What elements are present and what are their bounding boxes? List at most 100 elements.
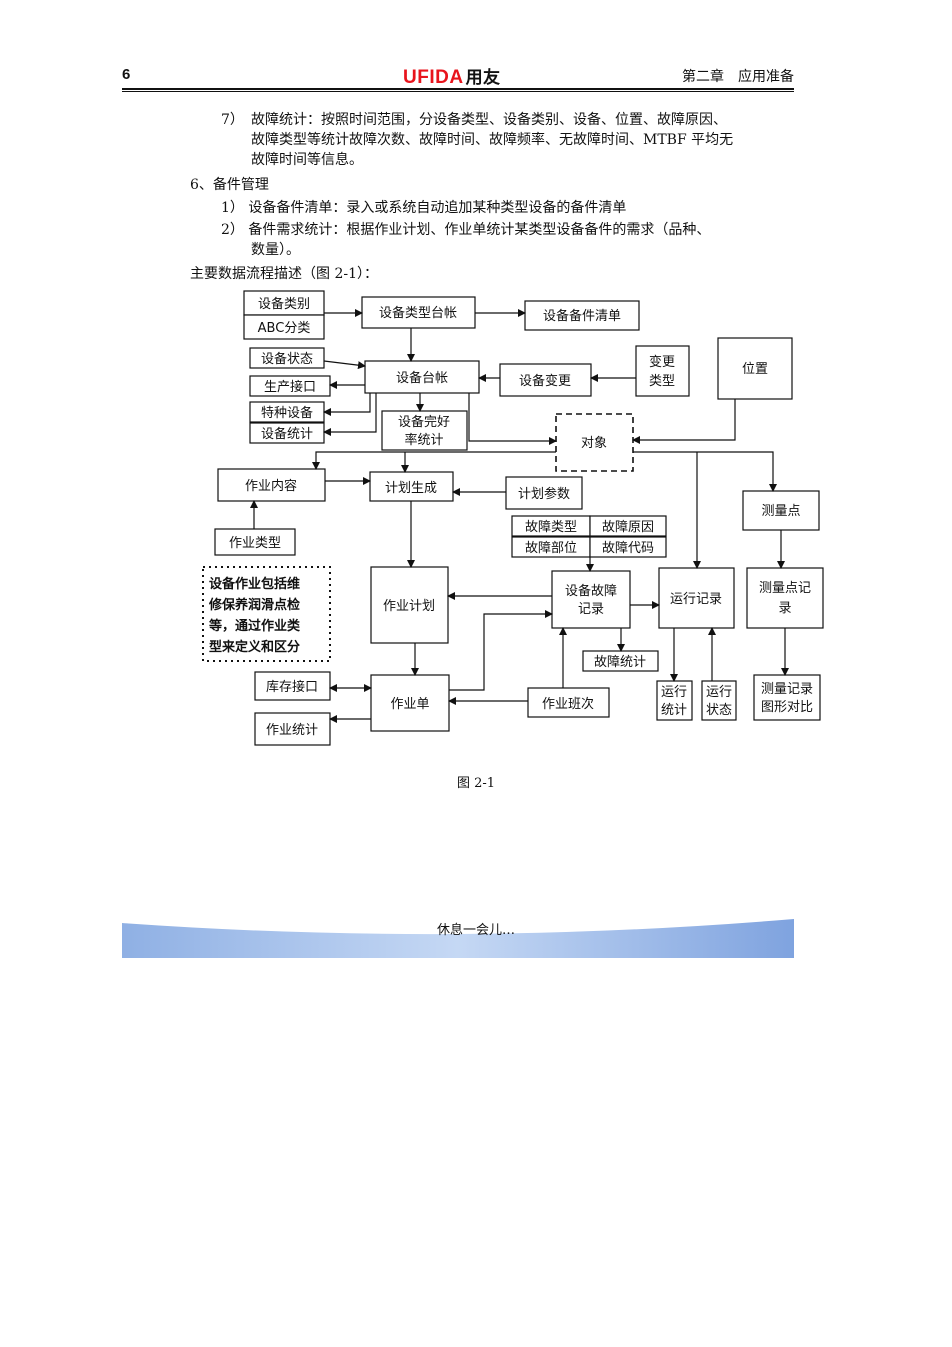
label-spare-list: 设备备件清单 — [543, 308, 621, 324]
arrow-location-to-object — [632, 399, 736, 444]
arrow-order-to-faultrecord — [449, 610, 553, 691]
note-line-4: 型来定义和区分 — [209, 639, 300, 655]
label-plan-gen: 计划生成 — [385, 481, 437, 496]
label-measure-point: 测量点 — [761, 504, 800, 519]
box-equip-type-ledger — [361, 296, 476, 329]
box-location — [717, 337, 793, 400]
figure-caption: 图 2-1 — [456, 776, 496, 791]
box-fault-cause — [589, 515, 667, 537]
box-work-content — [217, 468, 326, 502]
box-work-order — [370, 674, 450, 732]
flow-intro: 主要数据流程描述（图 2-1）： — [190, 266, 378, 282]
box-run-status — [701, 680, 737, 721]
label-run-record: 运行记录 — [670, 592, 722, 607]
label-work-shift: 作业班次 — [542, 696, 594, 712]
label-fault-record-2: 记录 — [578, 602, 604, 617]
item7-line-1: 故障统计：按照时间范围，分设备类型、设备类别、设备、位置、故障原因、 — [251, 112, 727, 128]
box-work-plan — [370, 566, 449, 644]
label-run-stats-1: 运行 — [661, 685, 687, 700]
label-inventory-interface: 库存接口 — [266, 679, 318, 695]
box-work-stats — [254, 712, 331, 746]
arrow-object-to-measure — [633, 451, 777, 492]
box-work-type — [214, 528, 296, 556]
label-run-stats-2: 统计 — [661, 703, 687, 718]
arrow-status-to-ledger — [323, 360, 366, 370]
header-rule-thin — [122, 91, 794, 92]
label-mr-compare-2: 图形对比 — [761, 700, 813, 715]
box-fault-record — [551, 570, 631, 629]
label-special-equip: 特种设备 — [261, 405, 313, 421]
label-fault-type: 故障类型 — [525, 520, 577, 535]
box-run-record — [658, 567, 735, 629]
chapter-title: 第二章 应用准备 — [682, 69, 794, 85]
label-mp-record-2: 录 — [778, 601, 791, 616]
header-rule — [122, 88, 794, 90]
label-fault-part: 故障部位 — [525, 541, 577, 556]
box-run-stats — [656, 680, 693, 721]
label-object: 对象 — [581, 436, 607, 451]
box-fault-code — [589, 536, 667, 558]
label-run-status-2: 状态 — [706, 703, 732, 718]
arrow-ledger-to-special — [323, 393, 371, 416]
box-intact-rate — [381, 410, 468, 451]
footer-text: 休息一会儿… — [436, 923, 515, 938]
footer-band — [122, 917, 794, 958]
label-work-stats: 作业统计 — [266, 723, 318, 738]
label-fault-code: 故障代码 — [602, 541, 654, 556]
label-work-type: 作业类型 — [229, 536, 281, 551]
label-work-order: 作业单 — [390, 697, 429, 712]
item7-line-2: 故障类型等统计故障次数、故障时间、故障频率、无故障时间、MTBF 平均无 — [251, 132, 734, 148]
item7-line-3: 故障时间等信息。 — [251, 152, 363, 168]
label-work-plan: 作业计划 — [383, 599, 435, 614]
box-equip-status — [249, 347, 325, 369]
box-measure-point — [742, 490, 820, 531]
sub-item-2-line-1: 2） 备件需求统计：根据作业计划、作业单统计某类型设备备件的需求（品种、 — [221, 222, 711, 238]
box-note — [202, 566, 331, 662]
logo-latin: UFIDA — [403, 67, 464, 88]
page-number: 6 — [122, 66, 131, 83]
box-spare-list — [524, 300, 640, 331]
label-fault-record-1: 设备故障 — [565, 583, 617, 599]
box-mr-compare — [753, 674, 821, 721]
label-equip-class: 设备类别 — [258, 296, 310, 312]
box-work-shift — [527, 687, 610, 718]
logo-cn: 用友 — [465, 68, 501, 87]
arrow-ledger-to-stats — [323, 393, 377, 436]
label-change-type-1: 变更 — [649, 354, 675, 370]
label-equip-status: 设备状态 — [261, 351, 313, 367]
label-mr-compare-1: 测量记录 — [761, 682, 813, 697]
line-object-left — [312, 451, 556, 470]
label-work-content: 作业内容 — [245, 478, 297, 494]
note-line-3: 等，通过作业类 — [208, 618, 301, 634]
label-equip-change: 设备变更 — [519, 373, 571, 389]
label-equip-type-ledger: 设备类型台帐 — [379, 305, 457, 321]
label-change-type-2: 类型 — [649, 374, 675, 389]
box-abc-class — [243, 314, 325, 340]
box-mp-record — [746, 567, 824, 629]
label-equip-ledger: 设备台帐 — [396, 370, 448, 386]
sub-item-1: 1） 设备备件清单：录入或系统自动追加某种类型设备的备件清单 — [221, 200, 627, 216]
item7-label: 7） — [221, 112, 244, 128]
label-fault-stats: 故障统计 — [594, 655, 646, 670]
label-location: 位置 — [742, 362, 768, 377]
label-plan-params: 计划参数 — [518, 486, 570, 502]
box-equip-ledger — [364, 360, 480, 394]
label-equip-stats: 设备统计 — [261, 426, 313, 442]
box-inventory-interface — [254, 671, 331, 701]
label-intact-rate-2: 率统计 — [404, 432, 443, 448]
label-fault-cause: 故障原因 — [602, 520, 654, 535]
box-change-type — [635, 345, 690, 397]
label-mp-record-1: 测量点记 — [759, 581, 811, 596]
box-object — [555, 413, 634, 472]
note-line-2: 修保养润滑点检 — [208, 597, 300, 613]
label-intact-rate-1: 设备完好 — [398, 414, 450, 430]
label-abc-class: ABC分类 — [258, 321, 311, 336]
note-line-1: 设备作业包括维 — [209, 576, 300, 592]
box-plan-params — [505, 476, 583, 510]
label-prod-interface: 生产接口 — [264, 379, 316, 395]
section-6-heading: 6、备件管理 — [190, 177, 269, 193]
box-equip-class — [243, 290, 325, 316]
sub-item-2-line-2: 数量）。 — [251, 242, 300, 258]
label-run-status-1: 运行 — [706, 685, 732, 700]
